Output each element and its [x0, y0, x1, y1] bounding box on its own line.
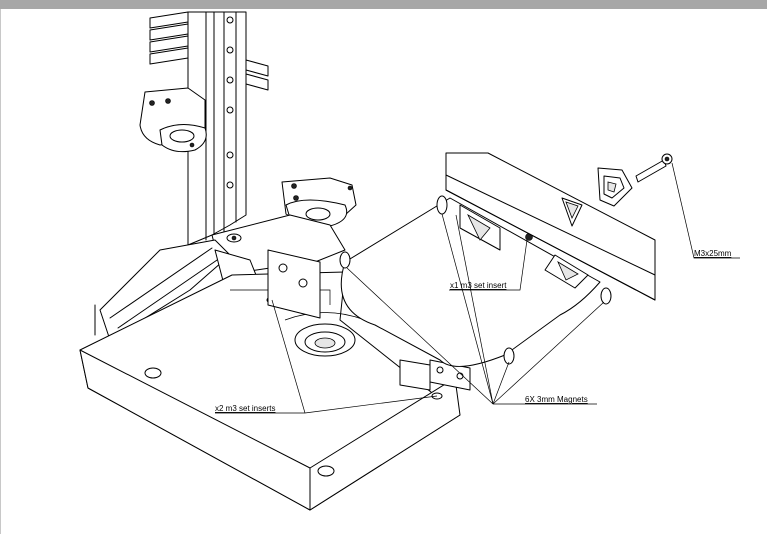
- tray: [340, 197, 601, 367]
- bolt: [635, 153, 673, 183]
- upper-clamp: [139, 87, 207, 153]
- magnets: [339, 195, 612, 365]
- rail-fins: [149, 11, 269, 91]
- magnets-callout: 6X 3mm Magnets: [525, 395, 588, 404]
- vertical-rail: [149, 11, 269, 246]
- base-block: [79, 271, 461, 511]
- window-top-bar: [0, 0, 767, 9]
- lid-plate: [445, 152, 656, 301]
- leader-lines: [215, 162, 740, 414]
- bolt-callout: M3x25mm: [694, 249, 732, 258]
- top-insert-callout: x1 m3 set insert: [450, 281, 507, 290]
- hex-nut: [597, 167, 633, 207]
- rail-holes: [226, 16, 234, 189]
- side-plates: [267, 249, 471, 391]
- window-left-edge: [0, 9, 1, 534]
- bottom-inserts-callout: x2 m3 set inserts: [215, 404, 275, 413]
